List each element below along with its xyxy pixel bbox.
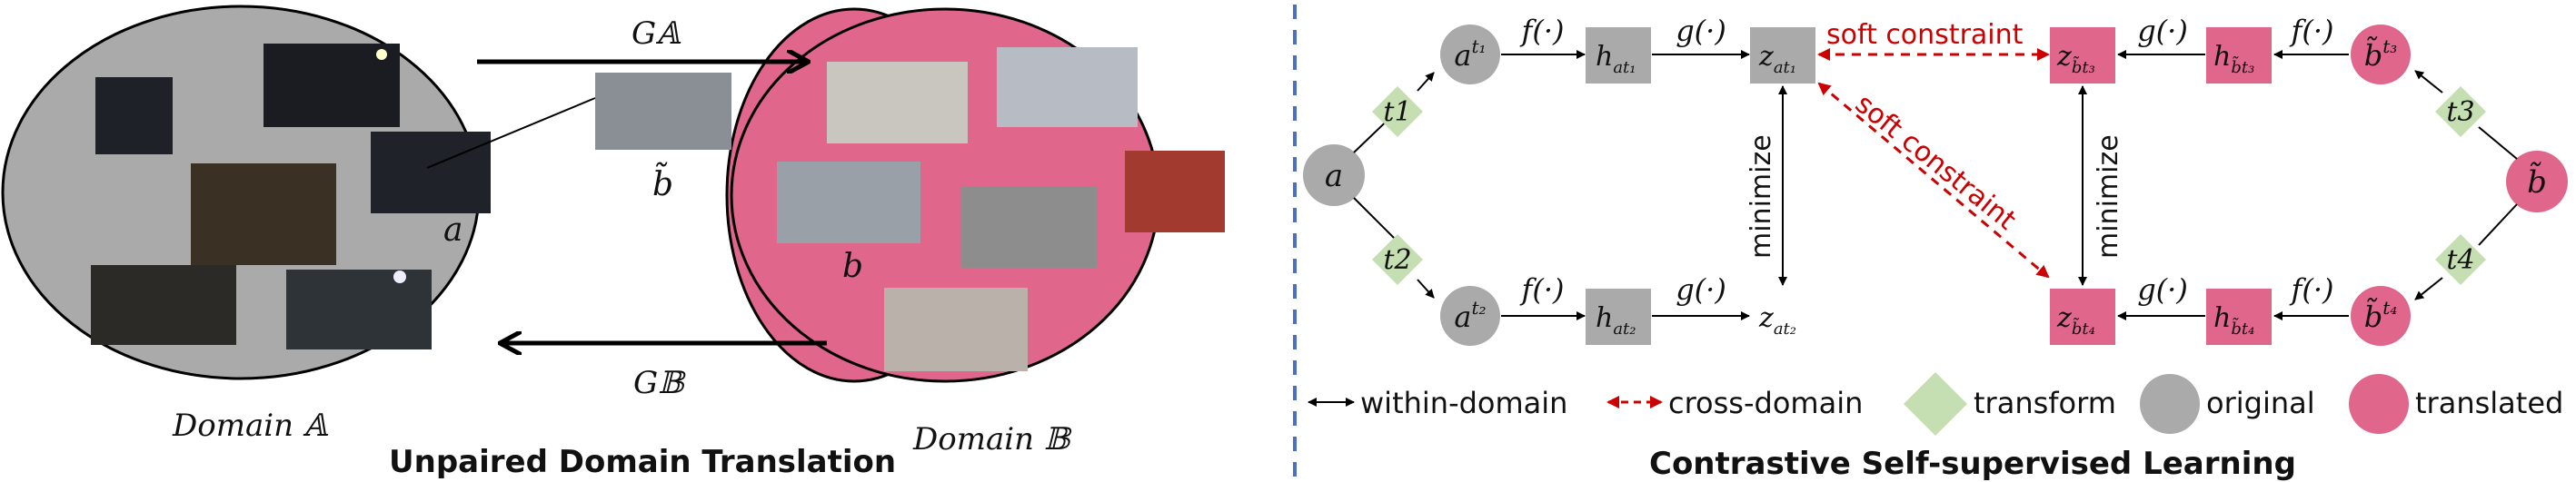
edge-a-t2 [1353, 197, 1400, 244]
g-label-2: g(·) [1676, 272, 1726, 307]
soft-constraint-label-top: soft constraint [1826, 19, 2024, 51]
node-bt3-label: b̃t₃ [2364, 35, 2398, 73]
node-bt3 [2351, 25, 2411, 84]
legend-transform-swatch [1904, 372, 1967, 436]
edge-btilde-t3 [2478, 126, 2518, 160]
transform-t3 [2435, 86, 2486, 137]
legend-within-label: within-domain [1360, 386, 1567, 420]
translated-label: b̃ [652, 162, 673, 203]
legend-translated-swatch [2349, 374, 2409, 434]
g-label-1: g(·) [1676, 14, 1726, 48]
transform-t1-label: t1 [1383, 96, 1411, 128]
node-at1 [1440, 25, 1500, 84]
legend-original-label: original [2206, 386, 2315, 420]
minimize-label-left: minimize [1746, 134, 1777, 259]
node-z-at2 [1750, 289, 1815, 345]
legend-original-swatch [2140, 374, 2200, 434]
edge-t3-bt3 [2414, 70, 2443, 93]
node-z-bt3 [2050, 27, 2115, 84]
domain-b-label: Domain 𝔹 [912, 421, 1072, 457]
node-btilde-label: b̃ [2527, 162, 2547, 201]
transform-t1 [1372, 86, 1423, 137]
node-z-bt4 [2050, 289, 2115, 345]
right-caption: Contrastive Self-supervised Learning [1649, 446, 2296, 482]
domain-a-photos [91, 44, 491, 349]
node-a [1303, 144, 1365, 206]
minimize-label-right: minimize [2093, 134, 2124, 259]
image-a-label: a [443, 211, 462, 249]
g-label-4: g(·) [2137, 272, 2188, 307]
edge-t4-bt4 [2414, 277, 2443, 300]
edge-t1-at1 [1417, 72, 1435, 92]
domain-a-label: Domain 𝔸 [172, 408, 329, 444]
transform-t4-label: t4 [2446, 244, 2474, 276]
forward-map-label: G𝔸 [632, 15, 681, 52]
node-h-at2 [1586, 289, 1651, 345]
node-h-bt3 [2206, 27, 2272, 84]
soft-constraint-arrow-diagonal [1817, 82, 2050, 279]
edge-btilde-t4 [2478, 203, 2518, 246]
node-h-at1 [1586, 27, 1651, 84]
transform-t3-label: t3 [2446, 96, 2474, 128]
node-z-at1 [1750, 27, 1815, 84]
legend-transform-label: transform [1974, 386, 2116, 420]
legend-cross-label: cross-domain [1668, 386, 1863, 420]
node-btilde [2506, 151, 2568, 212]
legend-translated-label: translated [2415, 386, 2563, 420]
node-at2 [1440, 286, 1500, 346]
transform-t2-label: t2 [1383, 244, 1411, 276]
backward-map-label: G𝔹 [633, 365, 686, 401]
node-a-label: a [1325, 158, 1343, 194]
left-caption: Unpaired Domain Translation [389, 444, 896, 480]
edge-t2-at2 [1417, 279, 1435, 299]
node-bt4 [2351, 286, 2411, 346]
f-label-3: f(·) [2290, 14, 2334, 48]
a-to-btilde-link [426, 97, 596, 169]
soft-constraint-label-diagonal: soft constraint [1849, 88, 2022, 237]
image-b-label: b [842, 248, 863, 285]
transform-t4 [2435, 234, 2486, 285]
f-label-1: f(·) [1520, 14, 1565, 48]
translated-photo [595, 73, 731, 150]
transform-t2 [1372, 234, 1423, 285]
node-h-bt4 [2206, 289, 2272, 345]
domain-b-photos [777, 47, 1225, 371]
f-label-2: f(·) [1520, 272, 1565, 307]
f-label-4: f(·) [2290, 272, 2334, 307]
g-label-3: g(·) [2137, 14, 2188, 48]
legend: within-domain cross-domain transform ori… [1308, 372, 2563, 436]
